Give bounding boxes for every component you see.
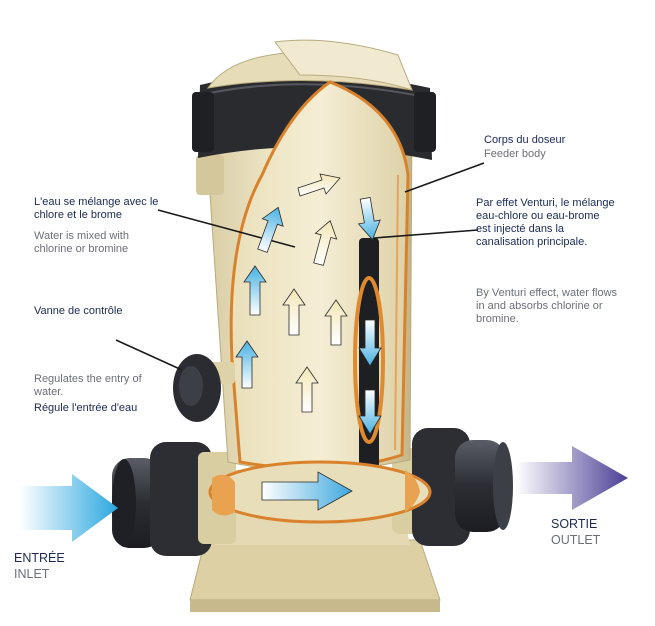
- feeder-body-label-en: Feeder body: [484, 148, 546, 160]
- arrow-cream-up-4: [295, 366, 319, 413]
- outlet-arrow-icon: [516, 446, 628, 510]
- arrow-blue-up-3: [235, 340, 259, 389]
- inlet-arrow-icon: [20, 474, 118, 542]
- mix-label-fr: L'eau se mélange avec le chlore et le br…: [34, 196, 159, 221]
- inlet-label-fr: ENTRÉE: [14, 551, 65, 565]
- outlet-label-en: OUTLET: [551, 533, 601, 547]
- valve-label-fr: Vanne de contrôle: [34, 305, 123, 317]
- control-valve: [173, 354, 235, 422]
- feeder-lid: [206, 39, 414, 91]
- leader-valve: [115, 339, 183, 371]
- leader-feeder-body: [404, 162, 485, 193]
- inlet-label-en: INLET: [14, 567, 50, 581]
- arrow-blue-down-2: [358, 319, 382, 367]
- leader-venturi: [373, 229, 479, 239]
- arrow-bottom-flow: [261, 471, 353, 511]
- valve-label-fr-2: Régule l'entrée d'eau: [34, 402, 138, 414]
- arrow-blue-up-1: [257, 206, 284, 253]
- leader-lines: [115, 162, 485, 371]
- arrow-cream-diagonal: [297, 173, 341, 197]
- leader-mix: [157, 209, 296, 248]
- arrow-cream-up-2: [282, 288, 306, 336]
- valve-label-en: Regulates the entry of water.: [34, 373, 142, 398]
- flow-arrows: [235, 173, 382, 511]
- venturi-label-en: By Venturi effect, water flows in and ab…: [476, 287, 618, 325]
- arrow-cream-up-3: [324, 299, 348, 346]
- cutaway-interior: [229, 80, 410, 471]
- arrow-cream-up-1: [313, 219, 338, 266]
- arrow-blue-down-1: [357, 197, 381, 241]
- arrow-blue-down-3: [358, 389, 382, 435]
- venturi-label-fr: Par effet Venturi, le mélange eau-chlore…: [476, 197, 615, 248]
- mix-label-en: Water is mixed with chlorine or bromine: [34, 230, 129, 255]
- outlet-label-fr: SORTIE: [551, 517, 598, 531]
- arrow-blue-up-2: [243, 265, 267, 316]
- feeder-body-label-fr: Corps du doseur: [484, 134, 566, 146]
